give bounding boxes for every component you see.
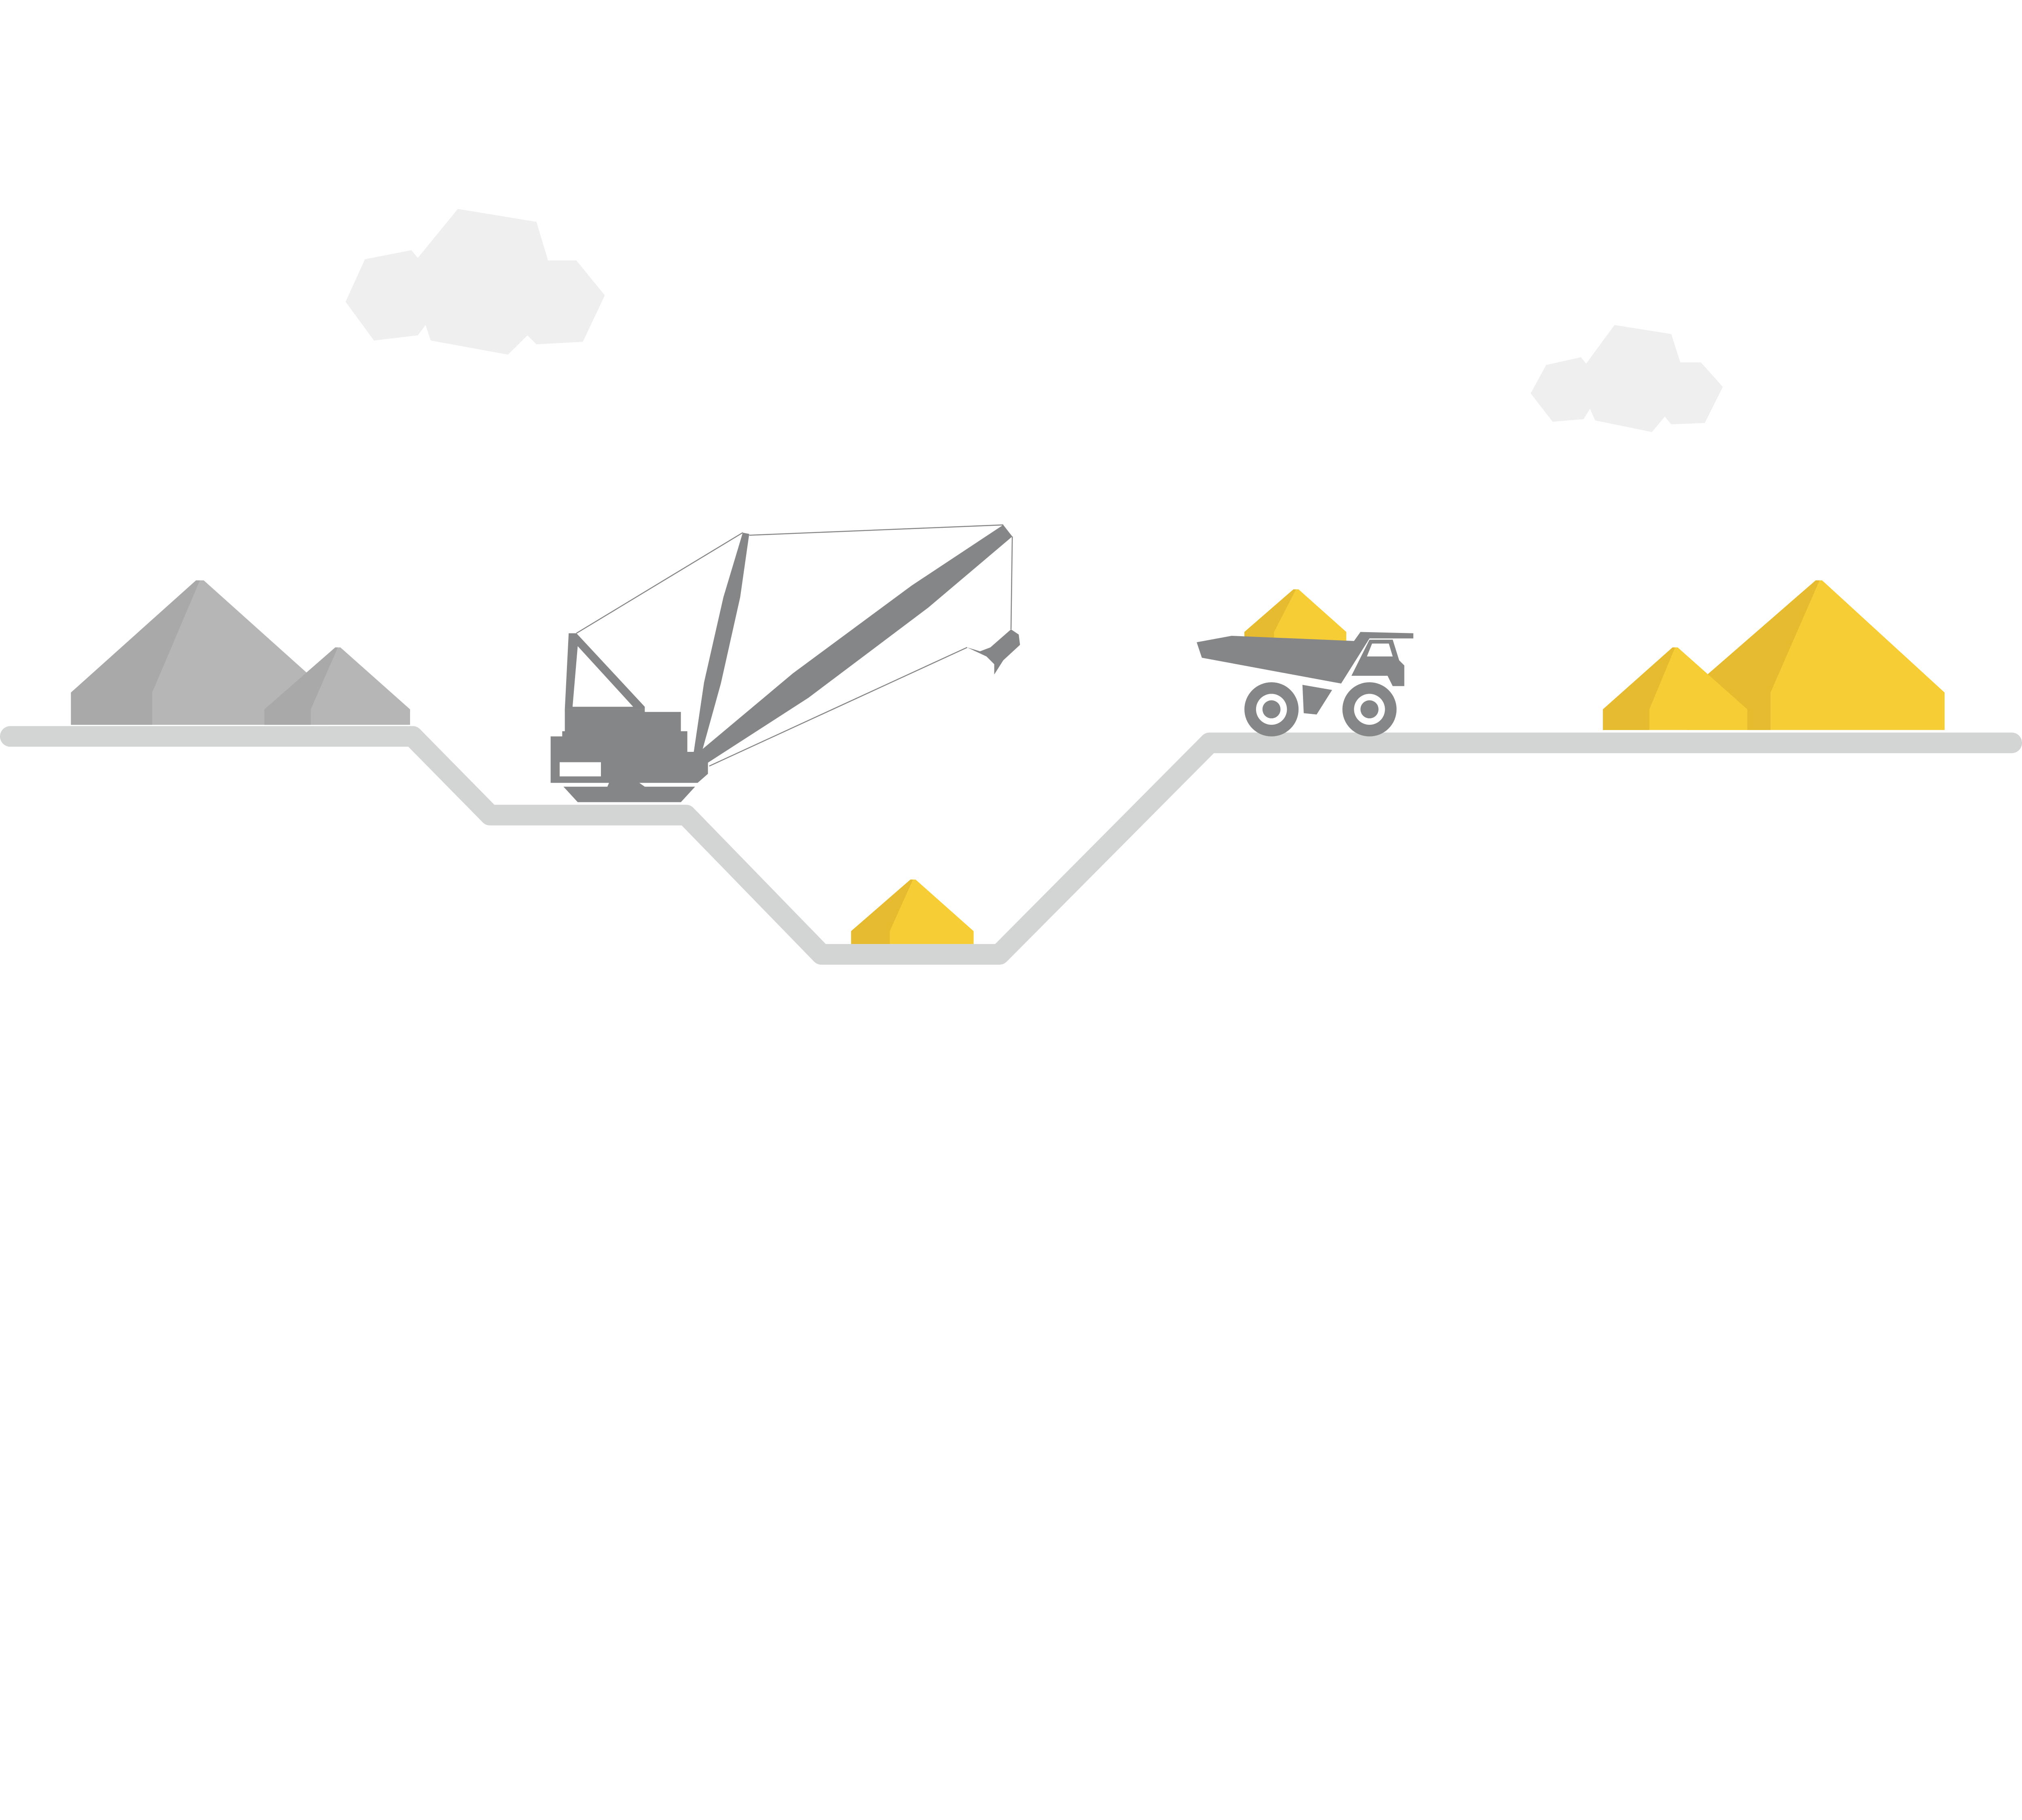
ground-terrain-line: [0, 726, 2022, 965]
mining-illustration: [0, 209, 2022, 965]
crane-bucket: [967, 629, 1020, 675]
truck-load-pile: [1244, 589, 1347, 641]
crane-boom: [698, 525, 1013, 764]
gray-pile-large: [71, 580, 329, 725]
gray-pile-small: [264, 647, 410, 725]
crane-cables: [576, 524, 1013, 767]
yellow-pile-small: [1603, 647, 1747, 730]
cloud-left: [345, 209, 605, 355]
dragline-crane: [550, 524, 1020, 802]
dump-truck: [1197, 632, 1413, 736]
yellow-pile-pit: [851, 879, 974, 944]
crane-mast: [694, 532, 749, 753]
truck-wheel-front: [1342, 682, 1397, 736]
cloud-right: [1531, 325, 1723, 432]
crane-tracks: [563, 777, 695, 802]
truck-wheel-rear: [1244, 682, 1299, 736]
